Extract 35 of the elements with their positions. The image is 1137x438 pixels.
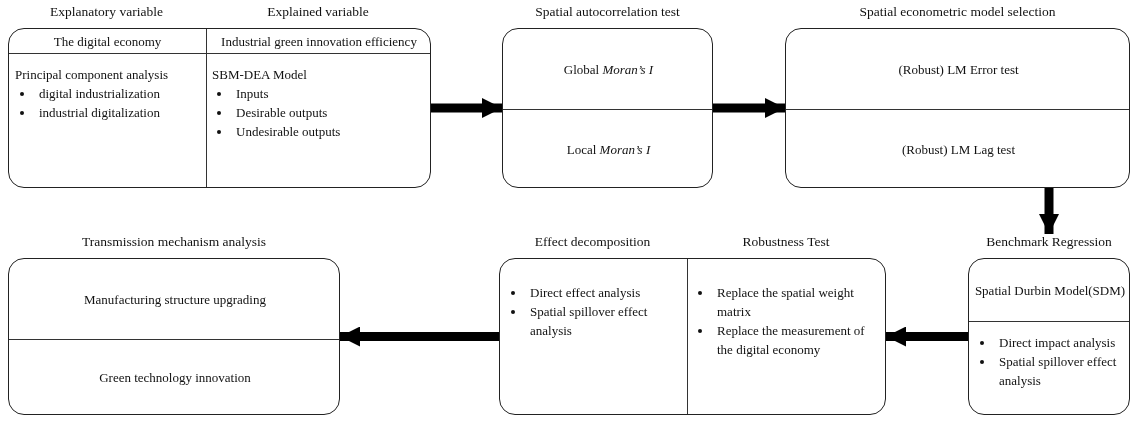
cell-text: (Robust) LM Lag test [902,140,1015,159]
list-item-text: Spatial spillover effect analysis [530,304,648,338]
list-item-text: Direct impact analysis [999,335,1116,350]
arrow [886,326,968,347]
arrow [713,98,785,118]
section-heading: Benchmark Regression [986,234,1112,250]
cell-text: The digital economy [53,32,162,51]
cell-text: Local Moran’s I [566,140,651,159]
section-heading: Robustness Test [742,234,830,250]
cell-text: Global Moran’s I [563,60,654,79]
list-item-text: Replace the measurement of the digital economy [717,323,865,357]
section-heading: Explained variable [267,4,369,20]
list-item-text: Replace the spatial weight matrix [717,285,854,319]
section-heading: Transmission mechanism analysis [82,234,266,250]
list-item-text: Inputs [236,86,269,101]
arrow [431,98,502,118]
section-heading: Explanatory variable [50,4,163,20]
section-heading: Effect decomposition [534,234,651,250]
arrow [340,326,499,347]
cell-text: Manufacturing structure upgrading [84,290,266,309]
method-heading: SBM-DEA Model [212,66,308,84]
list-item-text: digital industrialization [39,86,160,101]
cell-text: Spatial Durbin Model(SDM) [974,281,1126,300]
list-item-text: industrial digitalization [39,105,160,120]
cell-text: Industrial green innovation efficiency [221,32,417,51]
list-item-text: Direct effect analysis [530,285,641,300]
list-item-text: Desirable outputs [236,105,328,120]
section-heading: Spatial econometric model selection [859,4,1056,20]
list-item-text: Spatial spillover effect analysis [999,354,1117,388]
arrow [1039,188,1059,234]
method-heading: Principal component analysis [15,66,170,84]
section-heading: Spatial autocorrelation test [535,4,680,20]
cell-text: (Robust) LM Error test [898,60,1019,79]
list-item-text: Undesirable outputs [236,124,341,139]
cell-text: Green technology innovation [99,369,251,387]
